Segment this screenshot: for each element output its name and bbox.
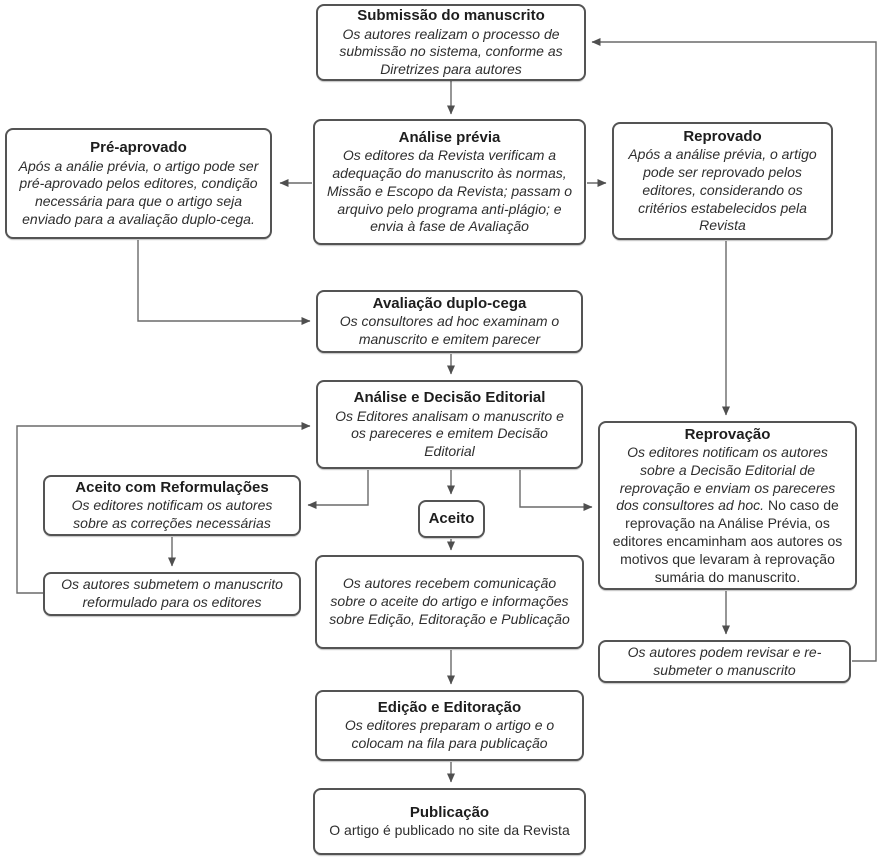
node-aceito-com-reformulacoes: Aceito com Reformulações Os editores not… (43, 475, 301, 536)
node-reprovacao: Reprovação Os editores notificam os auto… (598, 421, 857, 590)
node-title: Reprovado (683, 127, 762, 145)
node-title: Publicação (409, 803, 490, 821)
node-body: Os consultores ad hoc examinam o manuscr… (339, 313, 560, 348)
node-body: Os autores realizam o processo de submis… (339, 25, 563, 78)
node-body: O artigo é publicado no site da Revista (329, 822, 570, 839)
node-title: Análise e Decisão Editorial (353, 389, 546, 407)
node-reprovado: Reprovado Após a análise prévia, o artig… (612, 122, 833, 240)
connector-decisao-aceitoreform (307, 470, 369, 509)
node-body: Após a análie prévia, o artigo pode ser … (18, 157, 259, 228)
node-aceito: Aceito (418, 500, 485, 538)
node-submissao-do-manuscrito: Submissão do manuscrito Os autores reali… (316, 4, 586, 81)
node-recebem-comunicacao-aceite: Os autores recebem comunicação sobre o a… (315, 555, 584, 649)
node-body: Os autores podem revisar e re-submeter o… (627, 643, 822, 678)
node-edicao-e-editoracao: Edição e Editoração Os editores preparam… (315, 690, 584, 761)
node-avaliacao-duplo-cega: Avaliação duplo-cega Os consultores ad h… (316, 290, 583, 353)
node-body-italic: Os editores notificam os autores sobre a… (616, 444, 836, 514)
node-title: Submissão do manuscrito (357, 7, 545, 25)
node-publicacao: Publicação O artigo é publicado no site … (313, 788, 586, 855)
node-body: Os editores preparam o artigo e o coloca… (344, 717, 555, 752)
node-title: Reprovação (684, 425, 771, 443)
node-body: Após a análise prévia, o artigo pode ser… (628, 146, 817, 234)
node-analise-e-decisao-editorial: Análise e Decisão Editorial Os Editores … (316, 380, 583, 469)
node-body: Os editores da Revista verificam a adequ… (326, 147, 573, 235)
node-body: Os editores notificam os autores sobre a… (608, 444, 847, 586)
node-body: Os editores notificam os autores sobre a… (71, 497, 273, 532)
node-pre-aprovado: Pré-aprovado Após a análie prévia, o art… (5, 128, 272, 239)
connector-preaprovado-avaliacao (137, 240, 311, 325)
node-body: Os autores recebem comunicação sobre o a… (329, 575, 570, 627)
node-title: Aceito (428, 510, 475, 528)
node-submetem-manuscrito-reformulado: Os autores submetem o manuscrito reformu… (43, 572, 301, 616)
node-title: Pré-aprovado (90, 139, 187, 157)
node-title: Avaliação duplo-cega (372, 294, 527, 312)
node-title: Análise prévia (398, 128, 501, 146)
node-revisar-e-resubmeter: Os autores podem revisar e re-submeter o… (598, 640, 851, 683)
connector-decisao-reprovacao (519, 470, 593, 511)
node-analise-previa: Análise prévia Os editores da Revista ve… (313, 119, 586, 245)
connector-submetem-decisao (16, 422, 311, 594)
node-body-regular: No caso de reprovação na Análise Prévia,… (612, 497, 843, 585)
node-body: Os autores submetem o manuscrito reformu… (61, 576, 283, 610)
node-title: Aceito com Reformulações (75, 478, 269, 496)
node-body: Os Editores analisam o manuscrito e os p… (335, 407, 564, 460)
connector-revisar-submissao (591, 38, 877, 662)
node-title: Edição e Editoração (377, 698, 522, 716)
